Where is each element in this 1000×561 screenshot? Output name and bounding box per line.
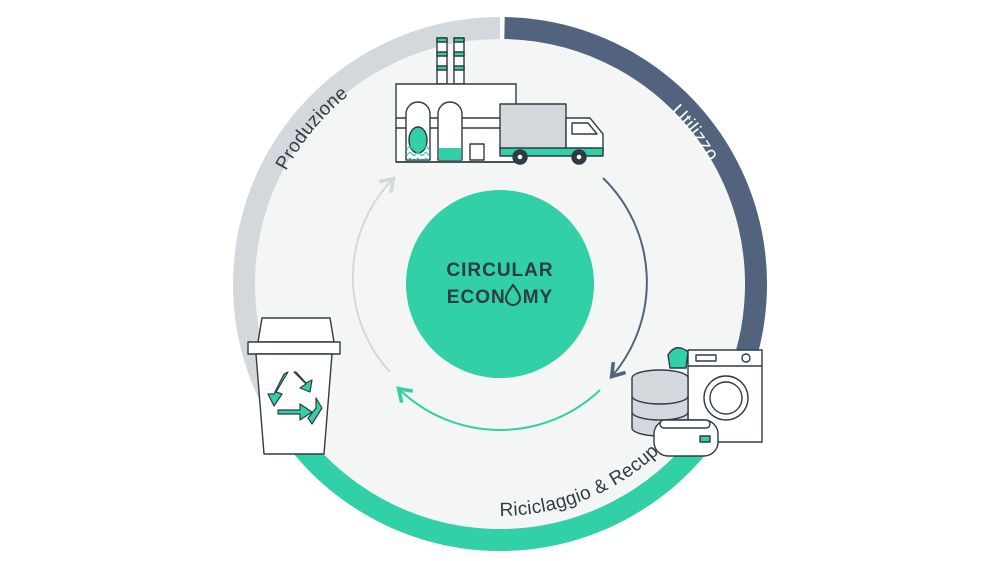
arrow-to-produzione — [351, 176, 396, 373]
water-drop-icon — [504, 283, 522, 306]
center-title-line1: CIRCULAR — [446, 260, 553, 281]
arrow-to-utilizzo — [602, 177, 648, 380]
truck-icon — [499, 103, 604, 165]
arrow-to-riciclaggio — [396, 386, 601, 431]
ring-segment-riciclaggio — [268, 406, 732, 551]
appliances-icon — [631, 347, 763, 457]
ring-segment-utilizzo — [504, 17, 768, 418]
cycle-arrows — [351, 176, 648, 431]
center-circle — [406, 190, 594, 378]
ring-segment-produzione — [233, 17, 501, 418]
factory-icon — [395, 37, 517, 163]
recycle-bin-icon — [247, 317, 341, 455]
